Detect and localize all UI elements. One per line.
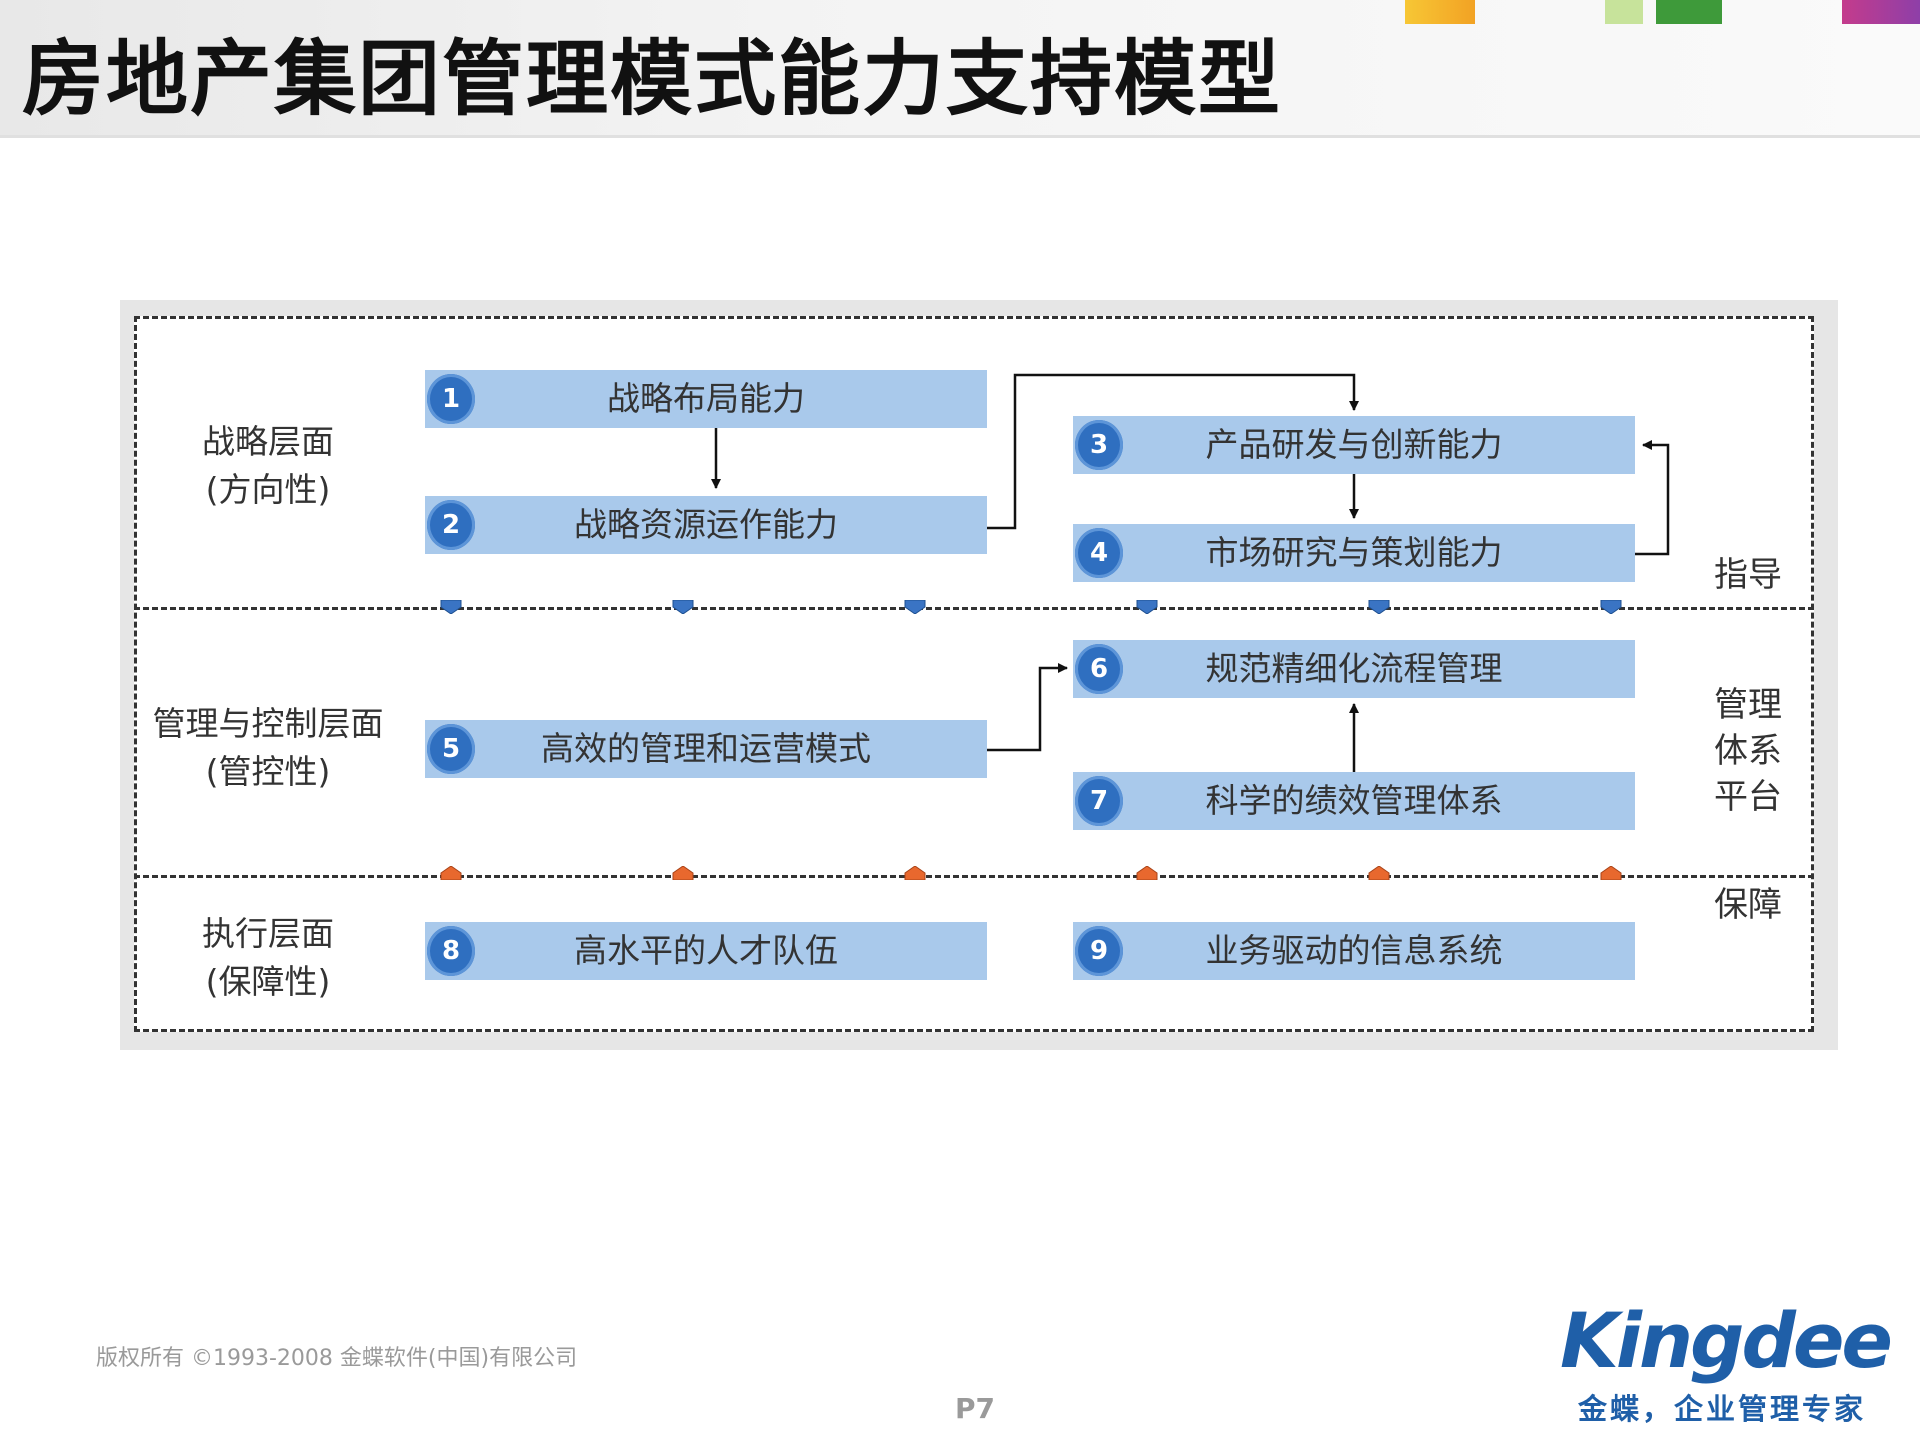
capability-box-5: 5 高效的管理和运营模式 [425,720,987,778]
number-badge: 2 [427,500,475,550]
capability-label: 高水平的人才队伍 [574,931,838,970]
side-label-platform-line: 平台 [1714,777,1782,817]
number-badge: 1 [427,374,475,424]
down-chevron-icon [440,600,462,614]
side-label-support: 保障 [1714,885,1782,925]
layer-label-line2: (保障性) [205,962,331,1001]
brand-slogan: 金蝶，企业管理专家 [1578,1392,1867,1426]
copyright-notice: 版权所有 ©1993-2008 金蝶软件(中国)有限公司 [96,1346,578,1371]
layer-label-line2: (方向性) [205,470,331,509]
up-chevron-icon [440,866,462,880]
page-title: 房地产集团管理模式能力支持模型 [22,32,1283,127]
deco-block-magenta [1842,0,1920,24]
capability-label: 科学的绩效管理体系 [1205,781,1503,820]
layer-label-line1: 管理与控制层面 [152,704,384,743]
up-chevron-icon [1136,866,1158,880]
layer-label-execution: 执行层面 (保障性) [140,910,396,1006]
layer-label-line1: 战略层面 [202,422,334,461]
kingdee-logo: Kingdee [1560,1296,1893,1385]
capability-box-8: 8 高水平的人才队伍 [425,922,987,980]
page-number: P7 [955,1392,996,1425]
up-chevron-icon [1368,866,1390,880]
title-bar [0,0,1920,138]
up-chevron-icon [1600,866,1622,880]
deco-block-orange [1405,0,1475,24]
title-rule [0,135,1920,138]
deco-block-lightgreen [1605,0,1643,24]
capability-box-3: 3 产品研发与创新能力 [1073,416,1635,474]
capability-box-2: 2 战略资源运作能力 [425,496,987,554]
down-chevron-icon [904,600,926,614]
capability-box-9: 9 业务驱动的信息系统 [1073,922,1635,980]
capability-label: 业务驱动的信息系统 [1205,931,1503,970]
side-label-platform-line: 体系 [1714,731,1782,771]
capability-label: 高效的管理和运营模式 [541,729,871,768]
side-label-platform-line: 管理 [1714,685,1782,725]
down-chevron-icon [1136,600,1158,614]
divider-strategy-management [134,607,1814,610]
up-chevron-icon [904,866,926,880]
down-chevron-icon [672,600,694,614]
deco-block-green [1656,0,1722,24]
number-badge: 5 [427,724,475,774]
up-chevron-icon [672,866,694,880]
layer-label-line1: 执行层面 [202,914,334,953]
capability-label: 市场研究与策划能力 [1205,533,1503,572]
capability-box-7: 7 科学的绩效管理体系 [1073,772,1635,830]
down-chevron-icon [1368,600,1390,614]
layer-label-line2: (管控性) [205,752,331,791]
capability-box-1: 1 战略布局能力 [425,370,987,428]
divider-management-execution [134,875,1814,878]
number-badge: 9 [1075,926,1123,976]
number-badge: 8 [427,926,475,976]
side-label-platform: 管理 体系 平台 [1710,682,1786,820]
number-badge: 7 [1075,776,1123,826]
capability-label: 规范精细化流程管理 [1205,649,1503,688]
capability-label: 战略资源运作能力 [574,505,838,544]
capability-box-6: 6 规范精细化流程管理 [1073,640,1635,698]
down-chevron-icon [1600,600,1622,614]
capability-label: 产品研发与创新能力 [1205,425,1503,464]
side-label-guide: 指导 [1714,555,1782,595]
layer-label-management: 管理与控制层面 (管控性) [140,700,396,796]
capability-label: 战略布局能力 [607,379,805,418]
number-badge: 6 [1075,644,1123,694]
layer-label-strategy: 战略层面 (方向性) [140,418,396,514]
capability-box-4: 4 市场研究与策划能力 [1073,524,1635,582]
number-badge: 4 [1075,528,1123,578]
